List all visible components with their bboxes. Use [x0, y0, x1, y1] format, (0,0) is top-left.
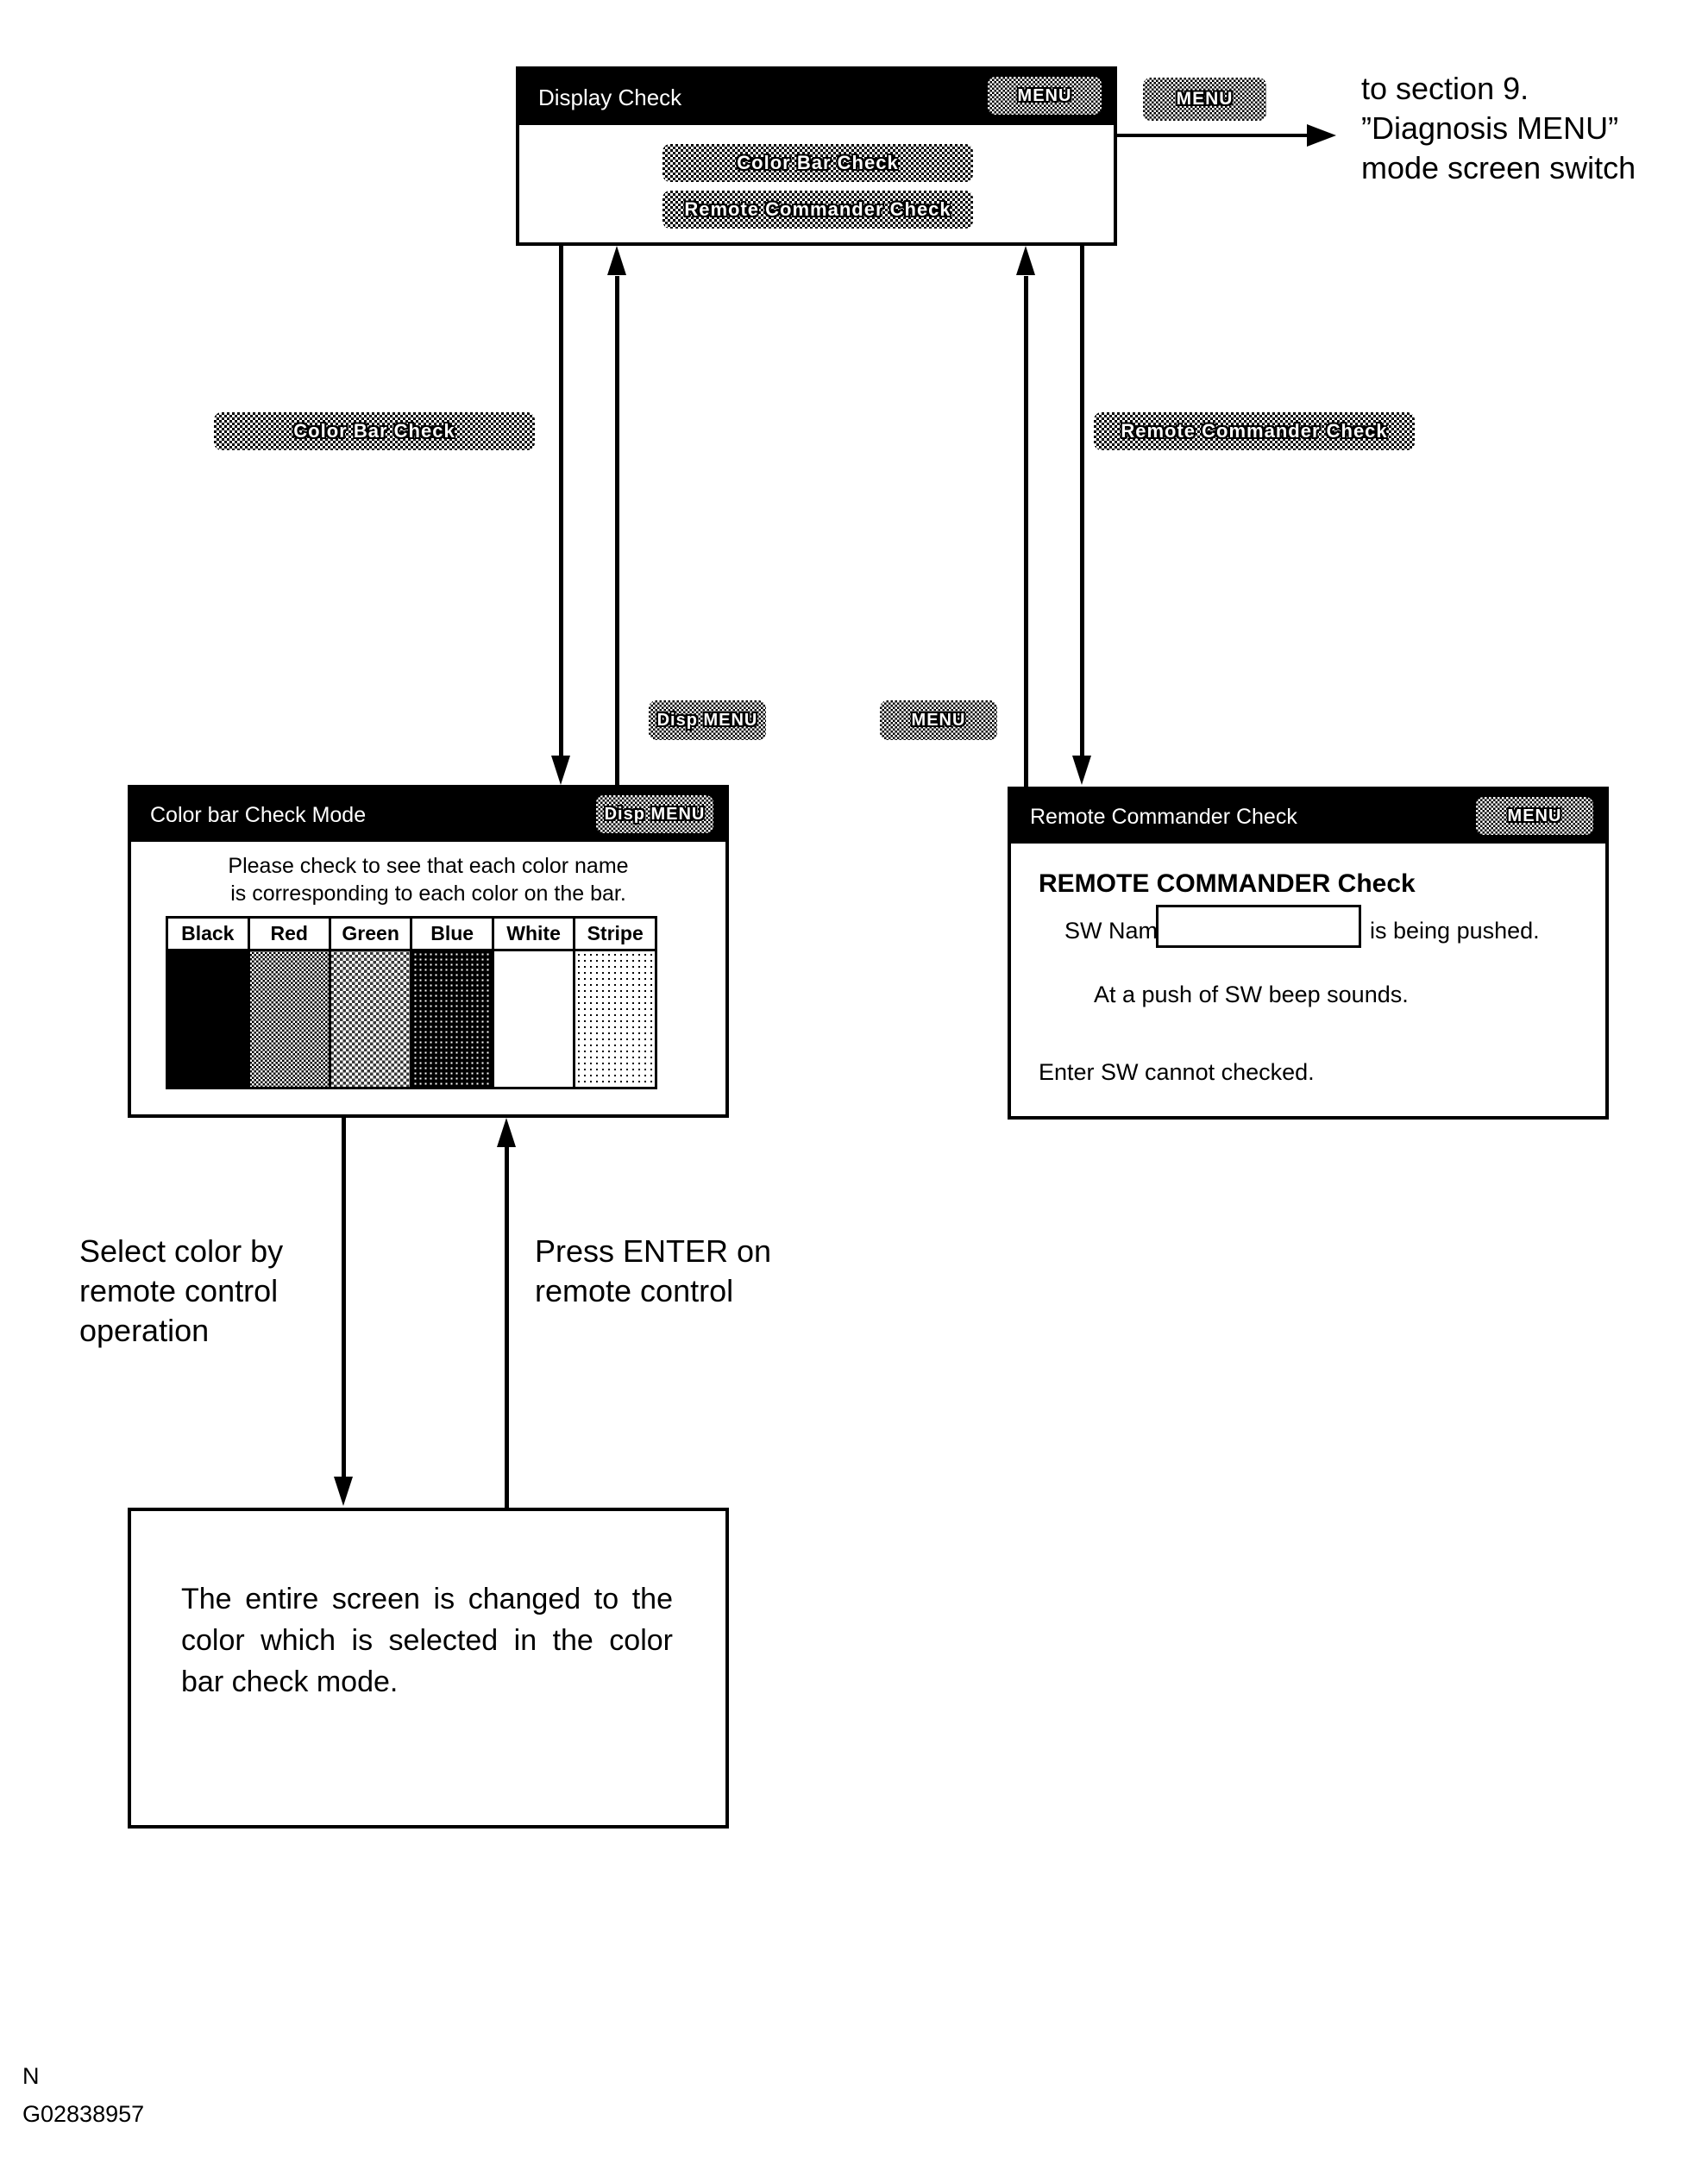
- line-from-remote-commander: [1024, 276, 1028, 787]
- color-swatch-white[interactable]: [491, 949, 576, 1089]
- section-arrow-line: [1117, 134, 1309, 137]
- color-bar-instruction-line-2: is corresponding to each color on the ba…: [230, 881, 626, 906]
- enter-sw-note: Enter SW cannot checked.: [1039, 1059, 1315, 1085]
- color-bar-table: Black Red Green Blue White Stripe: [166, 916, 657, 1089]
- result-box: The entire screen is changed to the colo…: [128, 1508, 729, 1829]
- sw-pushed-suffix: is being pushed.: [1370, 918, 1540, 944]
- color-bar-header-cell: Black: [166, 916, 250, 951]
- section-arrow-head: [1307, 124, 1336, 147]
- color-bar-header-cell: White: [491, 916, 576, 951]
- arrow-into-color-bar-panel-bottom: [497, 1118, 516, 1147]
- color-bar-header-cell: Green: [328, 916, 413, 951]
- color-bar-swatch-row: [166, 949, 657, 1089]
- display-check-menu-button[interactable]: MENU: [988, 77, 1102, 115]
- remote-commander-menu-button[interactable]: MENU: [1476, 797, 1593, 835]
- color-bar-check-panel: Color bar Check Mode Disp MENU Please ch…: [128, 785, 729, 1118]
- color-bar-header-cell: Stripe: [573, 916, 657, 951]
- beep-note: At a push of SW beep sounds.: [1094, 982, 1409, 1007]
- arrow-into-top-panel-left: [607, 246, 626, 275]
- page-title: Display Check: [538, 84, 682, 110]
- color-bar-instruction-line-1: Please check to see that each color name: [228, 854, 629, 878]
- arrow-into-remote-commander-panel: [1072, 756, 1091, 785]
- sw-name-label: SW Name: [1064, 918, 1171, 944]
- arrow-into-result-box: [334, 1477, 353, 1506]
- remote-commander-check-option[interactable]: Remote Commander Check: [662, 191, 973, 229]
- line-from-color-bar: [615, 276, 619, 787]
- remote-commander-check-panel: Remote Commander Check MENU REMOTE COMMA…: [1008, 787, 1609, 1120]
- disp-menu-transition-button[interactable]: Disp MENU: [649, 700, 766, 740]
- arrow-into-color-bar-panel: [551, 756, 570, 785]
- footer-revision: N: [22, 2063, 40, 2089]
- external-menu-button[interactable]: MENU: [1143, 78, 1266, 121]
- color-bar-panel-title: Color bar Check Mode: [150, 802, 367, 827]
- color-bar-header-cell: Red: [247, 916, 331, 951]
- menu-transition-button[interactable]: MENU: [880, 700, 997, 740]
- line-to-result-box: [342, 1118, 346, 1478]
- display-check-panel: Display Check MENU Color Bar Check Remot…: [516, 66, 1117, 246]
- result-box-text: The entire screen is changed to the colo…: [181, 1583, 673, 1698]
- color-swatch-stripe[interactable]: [573, 949, 657, 1089]
- section-note: to section 9. ”Diagnosis MENU” mode scre…: [1361, 71, 1636, 185]
- color-bar-check-transition-button[interactable]: Color Bar Check: [214, 412, 535, 450]
- sw-name-input[interactable]: [1156, 905, 1361, 948]
- remote-commander-heading: REMOTE COMMANDER Check: [1039, 869, 1416, 898]
- remote-commander-check-transition-button[interactable]: Remote Commander Check: [1094, 412, 1415, 450]
- color-swatch-black[interactable]: [166, 949, 250, 1089]
- color-swatch-red[interactable]: [247, 949, 331, 1089]
- remote-commander-panel-title: Remote Commander Check: [1030, 804, 1297, 829]
- press-enter-annotation: Press ENTER on remote control: [535, 1233, 772, 1308]
- color-bar-header-cell: Blue: [410, 916, 494, 951]
- remote-commander-title-bar: Remote Commander Check MENU: [1011, 790, 1605, 844]
- color-bar-disp-menu-button[interactable]: Disp MENU: [596, 795, 713, 833]
- footer-figure-id: G02838957: [22, 2101, 145, 2127]
- color-bar-title-bar: Color bar Check Mode Disp MENU: [131, 788, 725, 842]
- arrow-into-top-panel-right: [1016, 246, 1035, 275]
- color-swatch-blue[interactable]: [410, 949, 494, 1089]
- line-from-result-box: [505, 1147, 509, 1509]
- select-color-annotation: Select color by remote control operation: [79, 1233, 284, 1348]
- line-to-color-bar: [559, 246, 563, 770]
- line-to-remote-commander: [1080, 246, 1084, 770]
- color-bar-check-option[interactable]: Color Bar Check: [662, 144, 973, 182]
- color-swatch-green[interactable]: [328, 949, 413, 1089]
- display-check-title-bar: Display Check MENU: [519, 70, 1114, 125]
- color-bar-header-row: Black Red Green Blue White Stripe: [166, 916, 657, 951]
